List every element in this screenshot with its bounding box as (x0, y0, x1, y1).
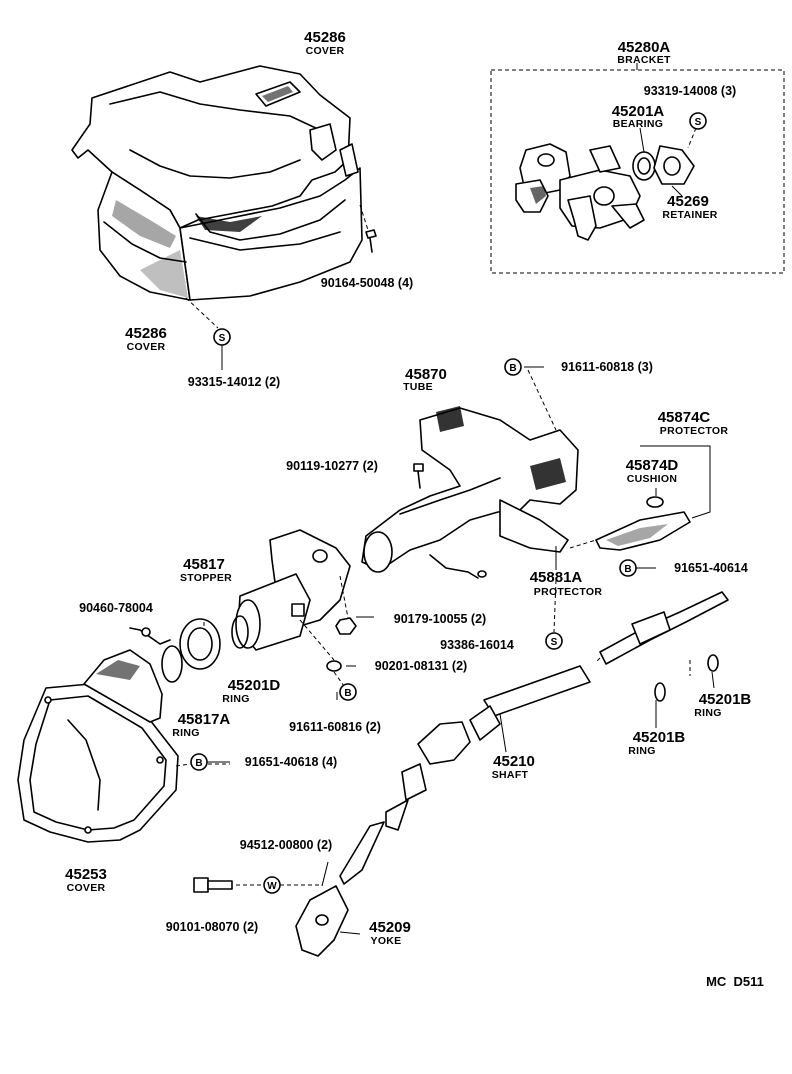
label-45201b-left-number: 45201B (633, 729, 686, 746)
label-45874c-desc: PROTECTOR (660, 425, 729, 437)
cushion-drawing (646, 496, 664, 508)
bracket-assembly-box (490, 69, 785, 274)
shaft-drawing (295, 591, 729, 957)
symbol-s-93315: S (213, 328, 231, 346)
svg-text:W: W (267, 881, 277, 892)
symbol-b-91611-b: B (339, 683, 357, 701)
label-45253-number: 45253 (65, 866, 107, 883)
symbol-b-91651-a: B (619, 559, 637, 577)
label-45817a-desc: RING (172, 727, 199, 739)
symbol-b-91651-b: B (190, 753, 208, 771)
label-90460-78004: 90460-78004 (79, 601, 153, 615)
symbol-b-91611-a: B (504, 358, 522, 376)
symbol-s-93319: S (689, 112, 707, 130)
label-45201b-right-number: 45201B (699, 691, 752, 708)
retainer-drawing (653, 145, 695, 185)
label-45817a-number: 45817A (178, 711, 231, 728)
label-45874d-number: 45874D (626, 457, 679, 474)
svg-text:S: S (551, 637, 558, 648)
label-45874c-number: 45874C (658, 409, 711, 426)
label-45870-number: 45870 (405, 366, 447, 383)
label-90179-10055: 90179-10055 (2) (394, 612, 486, 626)
label-45210-number: 45210 (493, 753, 535, 770)
label-45870-desc: TUBE (403, 381, 433, 393)
ring-b-drawing (654, 654, 719, 702)
protector-c-drawing (595, 511, 691, 551)
label-45209-number: 45209 (369, 919, 411, 936)
label-45817-desc: STOPPER (180, 572, 232, 584)
label-45210-desc: SHAFT (492, 769, 529, 781)
label-93315-14012: 93315-14012 (2) (188, 375, 280, 389)
label-45280a-number: 45280A (618, 39, 671, 56)
label-93319-14008: 93319-14008 (3) (644, 84, 736, 98)
symbol-s-93386: S (545, 632, 563, 650)
diagram-code: MC D511 (706, 974, 764, 989)
label-90119-10277: 90119-10277 (2) (286, 459, 378, 473)
label-45201b-right-desc: RING (694, 707, 721, 719)
bolt-90119-drawing (413, 463, 424, 489)
label-45201d-number: 45201D (228, 677, 281, 694)
tube-drawing (361, 406, 579, 579)
label-45269-number: 45269 (667, 193, 709, 210)
label-45817-number: 45817 (183, 556, 225, 573)
clamp-90460-drawing (129, 627, 171, 645)
label-90101-08070: 90101-08070 (2) (166, 920, 258, 934)
label-45286-bottom-desc: COVER (127, 341, 166, 353)
label-91611-60818: 91611-60818 (3) (561, 360, 653, 374)
label-45253-desc: COVER (67, 882, 106, 894)
label-45209-desc: YOKE (371, 935, 402, 947)
svg-text:B: B (344, 688, 351, 699)
label-45201b-left-desc: RING (628, 745, 655, 757)
label-91651-40618: 91651-40618 (4) (245, 755, 337, 769)
bearing-drawing (632, 151, 656, 181)
label-91611-60816: 91611-60816 (2) (289, 720, 381, 734)
label-45286-top-desc: COVER (306, 45, 345, 57)
symbol-w-94512: W (263, 876, 281, 894)
screw-90164-drawing (365, 229, 377, 253)
label-45874d-desc: CUSHION (627, 473, 678, 485)
svg-text:S: S (219, 333, 226, 344)
label-45286-bottom-number: 45286 (125, 325, 167, 342)
label-90164-50048: 90164-50048 (4) (321, 276, 413, 290)
label-45881a-desc: PROTECTOR (534, 586, 603, 598)
ring-a-drawing (161, 645, 183, 683)
boot-cover-drawing (17, 649, 179, 843)
washer-90201-drawing (326, 660, 342, 672)
bracket-drawing (515, 143, 645, 241)
label-45201a-number: 45201A (612, 103, 665, 120)
stopper-drawing (179, 618, 221, 670)
label-45269-desc: RETAINER (662, 209, 717, 221)
label-45201d-desc: RING (222, 693, 249, 705)
cover-drawing (71, 65, 363, 301)
label-93386-16014: 93386-16014 (440, 638, 514, 652)
label-45201a-desc: BEARING (613, 118, 664, 130)
label-91651-40614: 91651-40614 (674, 561, 748, 575)
svg-text:B: B (624, 564, 631, 575)
svg-text:B: B (195, 758, 202, 769)
label-45280a-desc: BRACKET (617, 54, 671, 66)
ring-d-drawing (231, 615, 249, 649)
nut-90179-drawing (335, 617, 357, 635)
lock-housing-drawing (235, 529, 351, 651)
svg-text:B: B (509, 363, 516, 374)
svg-text:S: S (695, 117, 702, 128)
label-45286-top-number: 45286 (304, 29, 346, 46)
label-45881a-number: 45881A (530, 569, 583, 586)
label-90201-08131: 90201-08131 (2) (375, 659, 467, 673)
label-94512-00800: 94512-00800 (2) (240, 838, 332, 852)
bolt-90101-drawing (193, 877, 233, 893)
